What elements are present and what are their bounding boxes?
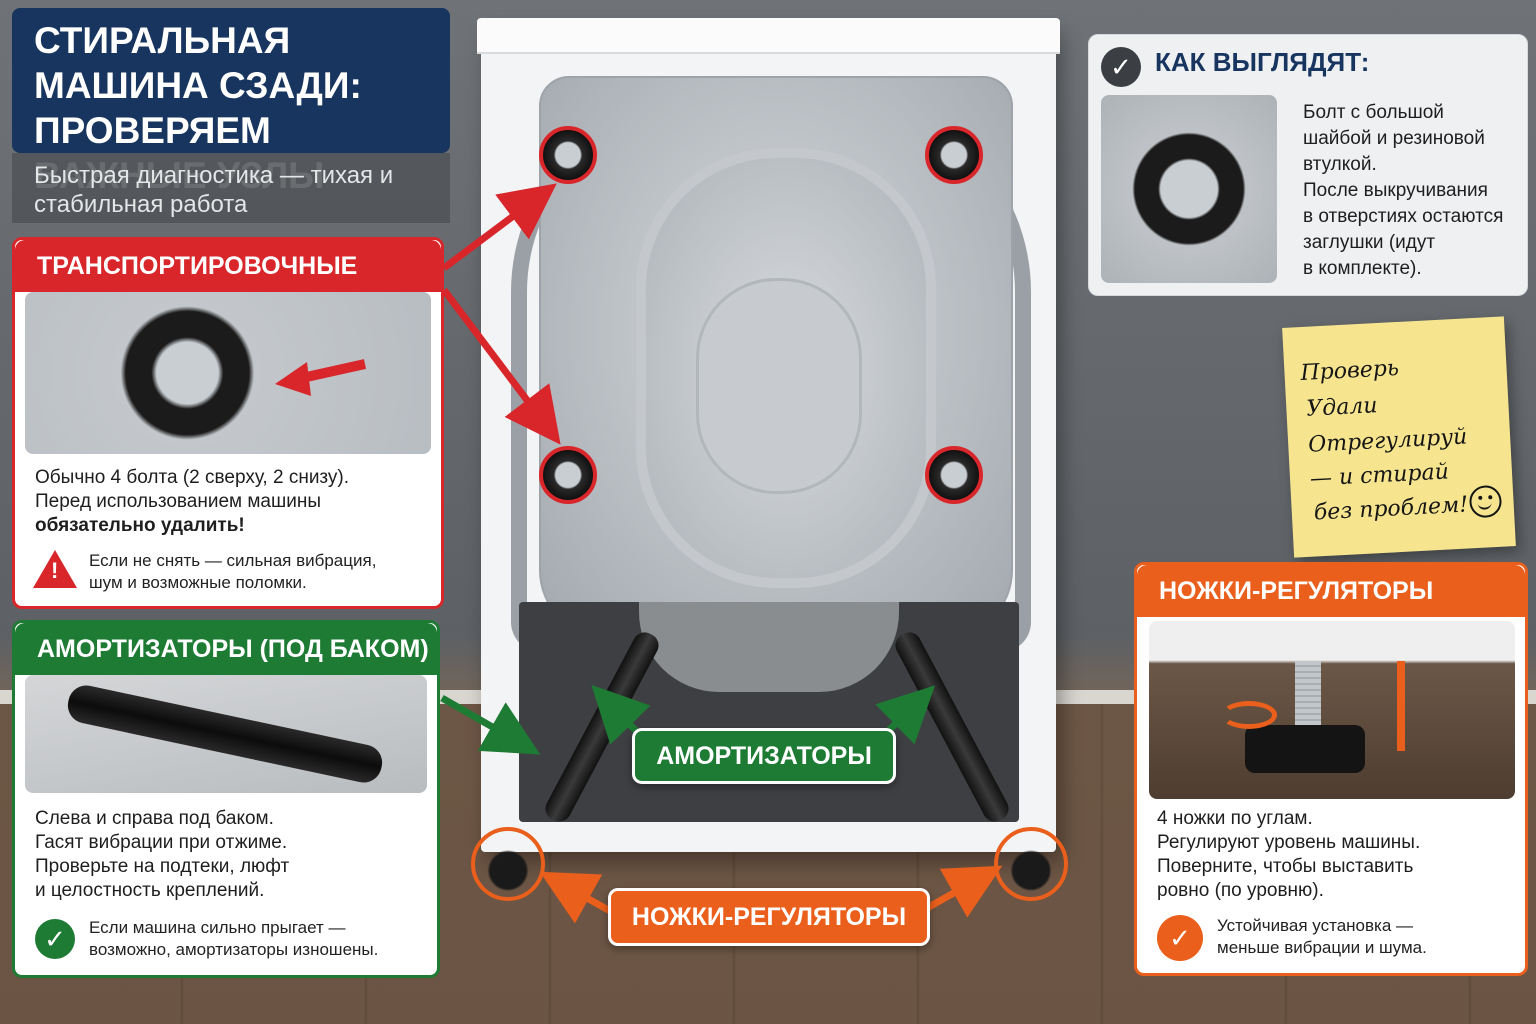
how-they-look-card: ✓ КАК ВЫГЛЯДЯТ: Болт с большой шайбой и … <box>1088 34 1528 296</box>
drum-hub <box>696 278 862 494</box>
arrow-to-shock-from-card <box>440 694 541 755</box>
transport-bolts-header: ТРАНСПОРТИРОВОЧНЫЕ БОЛТЫ <box>15 240 441 332</box>
sticky-line-4: — и стирай <box>1309 459 1450 492</box>
sticky-note: Проверь Удали Отрегулируй — и стирай без… <box>1282 316 1516 558</box>
shock-absorbers-header: АМОРТИЗАТОРЫ (ПОД БАКОМ) <box>15 623 437 675</box>
transport-bolt-top-left <box>539 126 597 184</box>
leveling-foot-photo <box>1149 621 1515 799</box>
transport-bolts-card: ТРАНСПОРТИРОВОЧНЫЕ БОЛТЫ Обычно 4 болта … <box>12 237 444 609</box>
sticky-line-2: Удали <box>1305 393 1379 422</box>
leveling-foot-right <box>994 827 1068 901</box>
check-icon: ✓ <box>1101 47 1141 87</box>
feet-text-4: ровно (по уровню). <box>1157 880 1324 901</box>
look-text-4: После выкручивания <box>1303 180 1488 201</box>
sticky-line-5: без проблем! <box>1313 492 1469 526</box>
transport-text-3: обязательно удалить! <box>35 515 245 536</box>
check-icon: ✓ <box>1157 915 1203 961</box>
transport-warning-2: шум и возможные поломки. <box>89 573 307 592</box>
vertical-arrow-icon <box>1397 661 1405 751</box>
page-subtitle: Быстрая диагностика — тихая и стабильная… <box>34 162 394 218</box>
shock-absorbers-card: АМОРТИЗАТОРЫ (ПОД БАКОМ) Слева и справа … <box>12 620 440 978</box>
warning-icon: ! <box>33 550 77 588</box>
feet-text-3: Поверните, чтобы выставить <box>1157 856 1414 877</box>
arrow-to-bottom-bolt <box>441 287 561 445</box>
feet-note-1: Устойчивая установка — <box>1217 916 1414 935</box>
look-text-1: Болт с большой <box>1303 102 1444 123</box>
sticky-line-1: Проверь <box>1299 355 1400 387</box>
shock-absorber-image <box>64 682 386 786</box>
check-icon: ✓ <box>35 919 75 959</box>
transport-text-2: Перед использованием машины <box>35 491 322 512</box>
look-text-6: заглушки (идут <box>1303 232 1436 253</box>
foot-base-image <box>1245 725 1365 773</box>
look-text-3: втулкой. <box>1303 154 1377 175</box>
shocks-text-4: и целостность креплений. <box>35 880 265 901</box>
transport-bolt-bottom-left <box>539 446 597 504</box>
shocks-text-1: Слева и справа под баком. <box>35 808 274 829</box>
arrow-to-top-bolt <box>441 183 557 271</box>
shocks-text-3: Проверьте на подтеки, люфт <box>35 856 290 877</box>
how-they-look-header: КАК ВЫГЛЯДЯТ: <box>1155 47 1370 77</box>
shocks-note-1: Если машина сильно прыгает — <box>89 918 346 937</box>
subtitle-banner: Быстрая диагностика — тихая и стабильная… <box>12 153 450 223</box>
transport-bolt-photo <box>25 292 431 454</box>
machine-top-lid <box>477 18 1060 54</box>
arrow-to-foot-left <box>539 871 614 924</box>
transport-bolt-top-right <box>925 126 983 184</box>
shock-absorbers-callout: АМОРТИЗАТОРЫ <box>632 728 896 784</box>
feet-text-1: 4 ножки по углам. <box>1157 808 1313 829</box>
smiley-icon <box>1468 484 1503 519</box>
transport-warning-1: Если не снять — сильная вибрация, <box>89 551 377 570</box>
leveling-feet-card: НОЖКИ-РЕГУЛЯТОРЫ 4 ножки по углам. Регул… <box>1134 562 1528 976</box>
rotate-arrow-icon <box>1221 701 1277 729</box>
look-text-5: в отверстиях остаются <box>1303 206 1504 227</box>
transport-text-1: Обычно 4 болта (2 сверху, 2 снизу). <box>35 467 350 488</box>
arrow-to-bolt-in-photo <box>275 359 367 396</box>
shock-absorber-photo <box>25 675 427 793</box>
leveling-foot-left <box>471 827 545 901</box>
arrow-to-shock-left <box>591 684 651 745</box>
look-text-2: шайбой и резиновой <box>1303 128 1485 149</box>
feet-note-2: меньше вибрации и шума. <box>1217 938 1427 957</box>
tank <box>639 602 899 692</box>
bolt-closeup-photo <box>1101 95 1277 283</box>
leveling-feet-header: НОЖКИ-РЕГУЛЯТОРЫ <box>1137 565 1525 617</box>
look-text-7: в комплекте). <box>1303 258 1422 279</box>
shocks-text-2: Гасят вибрации при отжиме. <box>35 832 288 853</box>
leveling-feet-callout: НОЖКИ-РЕГУЛЯТОРЫ <box>608 888 930 946</box>
foot-screw-image <box>1295 661 1321 731</box>
feet-text-2: Регулируют уровень машины. <box>1157 832 1421 853</box>
sticky-line-3: Отрегулируй <box>1307 424 1468 458</box>
shocks-note-2: возможно, амортизаторы изношены. <box>89 940 379 959</box>
transport-bolt-bottom-right <box>925 446 983 504</box>
arrow-to-foot-right <box>918 865 1003 918</box>
washing-machine-rear <box>477 18 1060 852</box>
title-banner: СТИРАЛЬНАЯ МАШИНА СЗАДИ: ПРОВЕРЯЕМ ВАЖНЫ… <box>12 8 450 196</box>
